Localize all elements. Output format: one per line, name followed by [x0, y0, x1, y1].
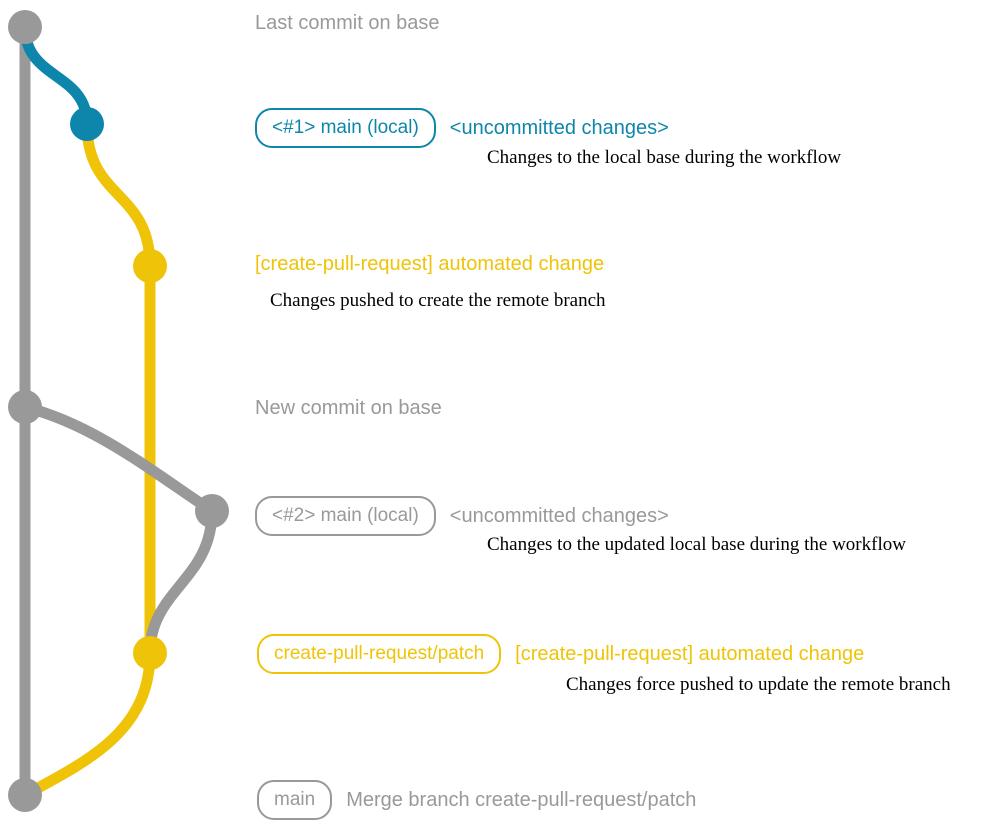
row-remote-commit-2: create-pull-request/patch [create-pull-r… — [257, 634, 864, 674]
commit-message-new-commit-on-base: New commit on base — [255, 397, 442, 419]
git-commit-graph — [8, 10, 229, 812]
commit-node-remote-2[interactable] — [133, 636, 167, 670]
branch-badge-create-pull-request-patch[interactable]: create-pull-request/patch — [257, 634, 502, 674]
branch-badge-main[interactable]: main — [257, 780, 333, 820]
row-local-commit-2: <#2> main (local) <uncommitted changes> — [255, 496, 669, 536]
edge-base-to-local1 — [19, 21, 93, 130]
edge-base-to-local2 — [19, 401, 218, 517]
caption-remote-commit-2: Changes force pushed to update the remot… — [566, 674, 951, 695]
row-last-commit-on-base: Last commit on base — [255, 13, 440, 33]
commit-node-base-merge[interactable] — [8, 778, 42, 812]
commit-message-last-commit-on-base: Last commit on base — [255, 12, 440, 34]
commit-message-remote-1: [create-pull-request] automated change — [255, 253, 605, 275]
edge-remote2-merge — [19, 647, 156, 801]
commit-message-local-2: <uncommitted changes> — [449, 505, 669, 527]
commit-message-local-1: <uncommitted changes> — [449, 117, 669, 139]
commit-message-remote-2: [create-pull-request] automated change — [515, 643, 865, 665]
branch-badge-main-local-1[interactable]: <#1> main (local) — [255, 108, 436, 148]
commit-message-merge: Merge branch create-pull-request/patch — [346, 789, 697, 811]
caption-local-commit-2: Changes to the updated local base during… — [487, 534, 906, 555]
commit-node-local-2[interactable] — [195, 494, 229, 528]
commit-node-local-1[interactable] — [70, 107, 104, 141]
caption-local-commit-1: Changes to the local base during the wor… — [487, 147, 842, 168]
commit-node-remote-1[interactable] — [133, 249, 167, 283]
branch-badge-main-local-2[interactable]: <#2> main (local) — [255, 496, 436, 536]
caption-remote-commit-1: Changes pushed to create the remote bran… — [270, 290, 606, 311]
row-remote-commit-1: [create-pull-request] automated change — [255, 254, 604, 274]
row-local-commit-1: <#1> main (local) <uncommitted changes> — [255, 108, 669, 148]
row-merge-commit: main Merge branch create-pull-request/pa… — [257, 780, 696, 820]
commit-node-base-last[interactable] — [8, 10, 42, 44]
edge-local2-to-remote2 — [144, 505, 218, 659]
edge-local1-to-remote — [81, 118, 156, 659]
commit-node-base-new[interactable] — [8, 390, 42, 424]
row-new-commit-on-base: New commit on base — [255, 398, 442, 418]
